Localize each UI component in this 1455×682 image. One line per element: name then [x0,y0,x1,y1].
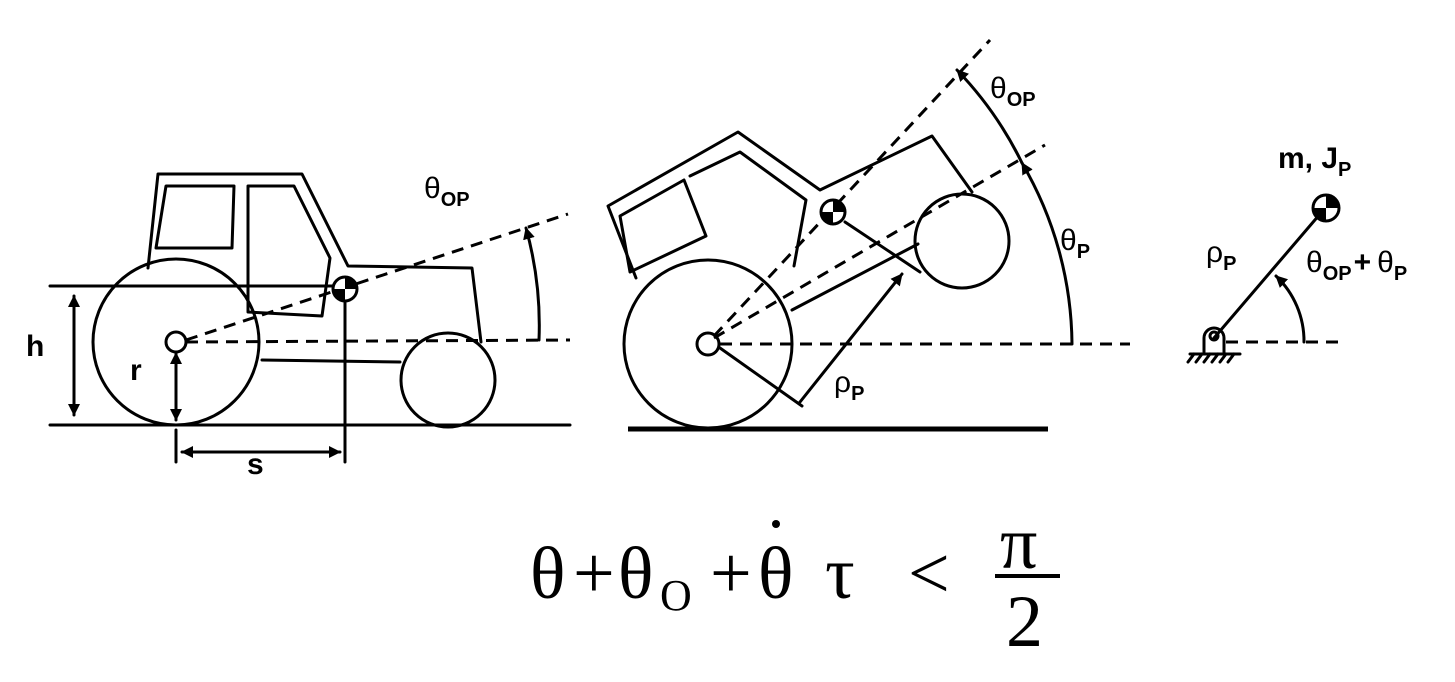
angle-arc-total [1274,274,1306,344]
cg-symbol-1 [331,275,359,303]
label-theta-sum: θOP+θP [1306,246,1407,285]
label-theta-p: θP [1060,224,1090,263]
label-h: h [26,330,44,363]
tilt-line-2 [713,143,1046,340]
cab-door-2 [688,150,808,268]
ineq-pi: π [1000,503,1037,585]
ineq-theta-o: θ [618,533,653,615]
front-wheel-2 [913,192,1011,290]
rear-axle [164,330,188,354]
rho-extension [718,346,804,408]
cab-window-2 [618,178,708,274]
ineq-plus-2: + [710,533,752,615]
ineq-theta-dot: θ [758,533,793,615]
cab-window-front [154,184,236,250]
cg-link-2 [843,220,922,274]
cab-door [246,184,332,318]
rear-axle-2 [695,331,721,357]
ineq-plus-1: + [573,533,615,615]
ineq-theta: θ [530,533,565,615]
cg-symbol-2 [819,198,847,226]
panel-upright-tractor: h r s θOP [26,172,572,481]
angle-arc-op [523,226,541,342]
pendulum-rod [1212,212,1322,340]
ineq-dot-mark [772,520,780,528]
cg-line [185,212,569,342]
label-theta-op-2: θOP [990,72,1036,111]
ineq-less-than: < [908,533,950,615]
label-r: r [130,354,142,387]
horizontal-reference [185,338,571,344]
angle-arc-p [1020,161,1074,346]
label-theta-op-1: θOP [424,172,470,211]
panel-pendulum-model: m, JP ρP θOP+θP [1186,142,1407,364]
ineq-tau: τ [825,533,855,615]
cab-outline [146,172,483,344]
label-mass-inertia: m, JP [1278,142,1351,181]
ineq-two: 2 [1006,581,1043,663]
cg-line-2 [712,38,992,338]
angle-arc-op-2 [955,68,1024,165]
label-rho-p-2: ρP [1206,236,1236,275]
cab-outline-2 [606,130,974,280]
rear-wheel [91,257,261,427]
cg-symbol-3 [1311,193,1341,223]
stability-inequality: θ + θ O + θ τ < π 2 [530,503,1060,663]
label-s: s [247,448,264,481]
ineq-sub-o: O [660,571,692,620]
label-rho-p-1: ρP [834,366,864,405]
front-wheel [399,331,497,429]
rho-dimension [798,272,904,404]
pivot-support [1186,326,1242,364]
chassis-line [260,358,402,364]
panel-tipping-tractor: ρP θOP θP [606,38,1130,432]
